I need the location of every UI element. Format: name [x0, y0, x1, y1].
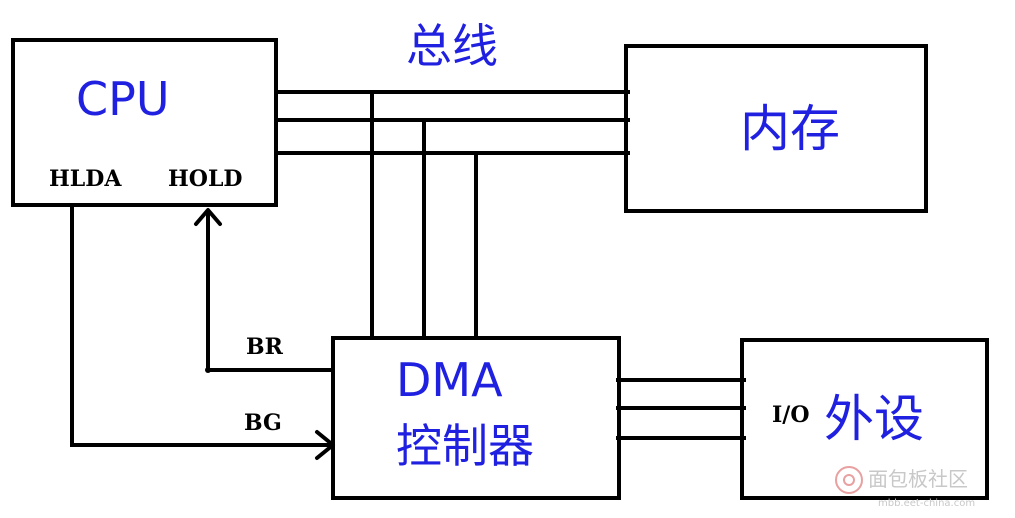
cpu-block: [11, 38, 278, 207]
br-label: BR: [246, 334, 284, 360]
watermark-text: 面包板社区: [868, 467, 968, 491]
dma-subtitle: 控制器: [396, 419, 534, 473]
dma-title: DMA: [396, 353, 503, 407]
watermark-subtext: mbb.eet-china.com: [878, 498, 975, 509]
bg-arrow-icon: [315, 430, 335, 460]
bg-label: BG: [244, 410, 282, 436]
memory-title: 内存: [740, 100, 840, 158]
watermark: 面包板社区 mbb.eet-china.com: [835, 466, 975, 509]
br-junction-dot: [205, 367, 211, 373]
hlda-label: HLDA: [49, 166, 122, 192]
bus-label: 总线: [406, 19, 498, 73]
bg-signal-line: [70, 205, 333, 447]
watermark-logo-icon: [835, 466, 863, 494]
memory-block: [624, 44, 928, 213]
peripheral-block: [740, 338, 989, 500]
peripheral-title: 外设: [824, 390, 924, 448]
io-port-label: I/O: [772, 402, 810, 428]
hold-label: HOLD: [168, 166, 243, 192]
cpu-title: CPU: [76, 72, 170, 126]
hold-arrow-icon: [194, 208, 222, 226]
